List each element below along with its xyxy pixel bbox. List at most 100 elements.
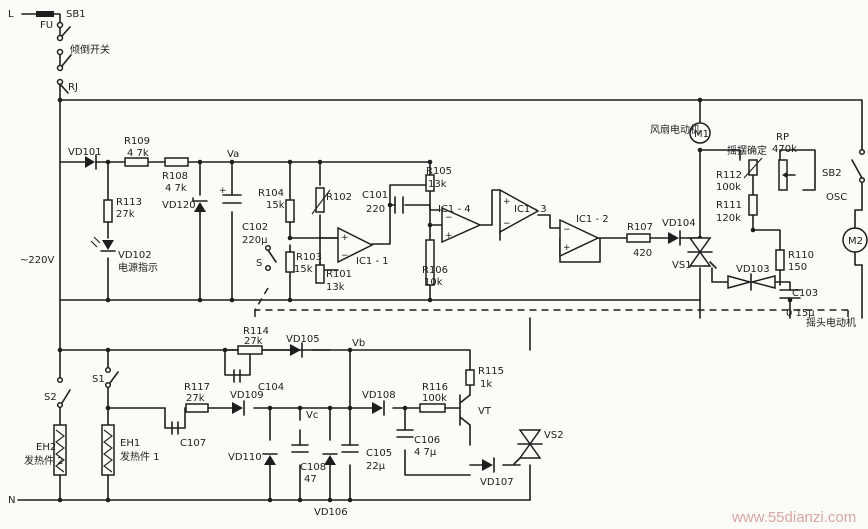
- label-vd105: VD105: [286, 334, 320, 345]
- label-c106: C106: [414, 435, 440, 446]
- label-c102-val: 220μ: [242, 235, 268, 246]
- label-vd108: VD108: [362, 390, 396, 401]
- label-220v: ~220V: [20, 255, 54, 266]
- label-c102: C102: [242, 222, 268, 233]
- vd101-diode-icon: [85, 154, 97, 170]
- label-vd120: VD120: [162, 200, 196, 211]
- labels: L N FU SB1 倾倒开关 RJ VD101 R109 4 7k R108 …: [8, 9, 863, 526]
- label-c107: C107: [180, 438, 206, 449]
- label-eh2: EH2: [36, 442, 56, 453]
- label-s2: S2: [44, 392, 57, 403]
- r105-resistor-icon: [425, 174, 435, 192]
- svg-text:+: +: [341, 233, 349, 243]
- label-vd109: VD109: [230, 390, 264, 401]
- label-r111-val: 120k: [716, 213, 741, 224]
- label-sb2: SB2: [822, 168, 842, 179]
- label-r112-val: 100k: [716, 182, 741, 193]
- vd105-diode-icon: [290, 342, 303, 358]
- label-r109: R109: [124, 136, 150, 147]
- c104-capacitor-icon: [233, 369, 241, 383]
- label-r108-val: 4 7k: [165, 183, 187, 194]
- label-r113-val: 27k: [116, 209, 135, 220]
- vd102-led-icon: [90, 236, 116, 252]
- s2-switch-icon[interactable]: [56, 376, 71, 409]
- s1-switch-icon[interactable]: [104, 366, 119, 389]
- fuse-icon: [36, 11, 54, 17]
- label-r114-val: 27k: [244, 336, 263, 347]
- eh2-heater-icon: [53, 424, 67, 476]
- label-fan-motor: 风扇电动机: [650, 123, 700, 136]
- eh1-heater-icon: [101, 424, 115, 476]
- label-rp-val: 470k: [772, 144, 797, 155]
- label-r103-val: 15k: [294, 264, 313, 275]
- c105-capacitor-icon: [341, 444, 359, 453]
- rp-potentiometer-icon[interactable]: [778, 159, 796, 191]
- c108-capacitor-icon: [291, 444, 309, 453]
- r102-thermistor-icon: [311, 187, 331, 215]
- label-osc: OSC: [826, 192, 847, 203]
- label-r107: R107: [627, 222, 653, 233]
- r107-resistor-icon: [626, 233, 651, 243]
- label-r107-val: 420: [633, 248, 652, 259]
- r112-resistor-icon: [743, 157, 763, 179]
- label-ic1-2: IC1 - 2: [576, 214, 609, 225]
- label-c105: C105: [366, 448, 392, 459]
- svg-text:−: −: [341, 251, 349, 261]
- r109-resistor-icon: [124, 157, 149, 167]
- label-vt: VT: [478, 406, 492, 417]
- label-rj: RJ: [68, 82, 78, 93]
- watermark: www.55dianzi.com: [731, 509, 856, 526]
- sb2-switch-icon[interactable]: [851, 148, 866, 184]
- r113-resistor-icon: [103, 199, 113, 223]
- ic1-1-opamp-icon: +−: [337, 226, 374, 264]
- c106-capacitor-icon: [396, 429, 414, 438]
- label-r103: R103: [296, 252, 322, 263]
- label-r109-val: 4 7k: [127, 148, 149, 159]
- label-N: N: [8, 495, 15, 506]
- r115-resistor-icon: [465, 369, 475, 386]
- vd110-zener-icon: [262, 453, 278, 465]
- label-vb: Vb: [352, 338, 365, 349]
- svg-text:−: −: [563, 225, 571, 235]
- vd109-diode-icon: [232, 400, 245, 416]
- label-swing-setting: 摇摆确定: [727, 144, 767, 157]
- label-s1: S1: [92, 374, 105, 385]
- s-switch-icon[interactable]: [264, 244, 277, 272]
- label-r106: R106: [422, 265, 448, 276]
- r111-resistor-icon: [748, 194, 758, 216]
- label-r114: R114: [243, 326, 269, 337]
- vd108-diode-icon: [372, 400, 385, 416]
- vd120-zener-icon: [192, 197, 208, 212]
- label-r108: R108: [162, 171, 188, 182]
- label-fu: FU: [40, 20, 53, 31]
- vs2-triac-icon: [513, 429, 543, 465]
- label-ic1-3: IC1 - 3: [514, 204, 547, 215]
- label-c106-val: 4 7μ: [414, 447, 437, 458]
- vd104-diode-icon: [668, 230, 681, 246]
- r101-resistor-icon: [315, 264, 325, 284]
- label-eh1: EH1: [120, 438, 140, 449]
- c102-capacitor-icon: +: [219, 186, 242, 204]
- label-vd103: VD103: [736, 264, 770, 275]
- svg-text:−: −: [445, 213, 453, 223]
- r104-resistor-icon: [285, 199, 295, 223]
- tilt-switch-icon[interactable]: [56, 48, 72, 72]
- label-ic1-1: IC1 - 1: [356, 256, 389, 267]
- label-r111: R111: [716, 200, 742, 211]
- label-ic1-4: IC1 - 4: [438, 204, 471, 215]
- ic1-3-opamp-icon: +−: [499, 188, 540, 234]
- label-r101-val: 13k: [326, 282, 345, 293]
- label-c103-val: 0 15μ: [786, 308, 815, 319]
- vs1-triac-icon: [687, 237, 717, 269]
- svg-text:+: +: [563, 243, 571, 253]
- sb1-switch-icon[interactable]: [56, 21, 71, 42]
- r110-resistor-icon: [775, 249, 785, 271]
- rj-switch-icon: [56, 78, 69, 94]
- ic1-2-opamp-icon: −+: [559, 218, 600, 258]
- label-c108: C108: [300, 462, 326, 473]
- label-r116-val: 100k: [422, 393, 447, 404]
- r103-resistor-icon: [285, 251, 295, 273]
- label-vd110: VD110: [228, 452, 262, 463]
- label-r106-val: 10k: [424, 277, 443, 288]
- label-r112: R112: [716, 170, 742, 181]
